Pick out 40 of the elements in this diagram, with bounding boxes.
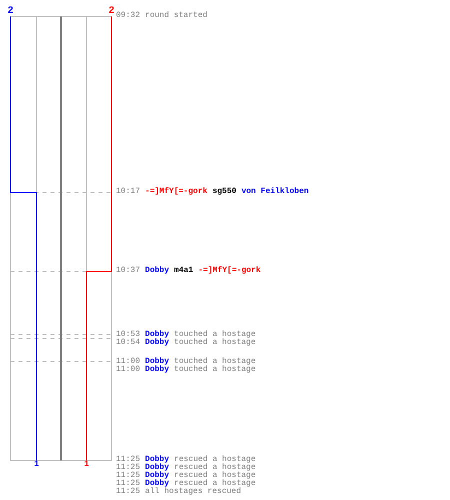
player-name: Dobby [145, 330, 170, 338]
player-name: Dobby [145, 338, 170, 346]
timestamp: 10:53 [116, 330, 140, 338]
player-count: 1 [34, 460, 39, 468]
player-name: Dobby [145, 464, 170, 472]
event-text: round started [145, 12, 208, 20]
player-name: Dobby [145, 366, 170, 374]
player-name: -=]MfY[=-gork [198, 267, 261, 275]
timestamp: 11:25 [116, 472, 140, 480]
timestamp: 11:00 [116, 366, 140, 374]
event-text: rescued a hostage [174, 480, 256, 488]
player-name: -=]MfY[=-gork [145, 188, 208, 196]
timestamp: 11:25 [116, 456, 140, 464]
player-name: Dobby [145, 480, 170, 488]
timestamp: 10:17 [116, 188, 140, 196]
timestamp: 11:25 [116, 488, 140, 496]
event-text: touched a hostage [174, 338, 256, 346]
player-name: Dobby [145, 456, 170, 464]
weapon-name: m4a1 [174, 267, 194, 275]
event-text: rescued a hostage [174, 456, 256, 464]
player-name: Dobby [145, 267, 170, 275]
player-name: Dobby [145, 472, 170, 480]
event-text: rescued a hostage [174, 472, 256, 480]
event-text: rescued a hostage [174, 464, 256, 472]
weapon-name: sg550 [212, 188, 236, 196]
event-text: touched a hostage [174, 366, 256, 374]
timestamp: 11:25 [116, 480, 140, 488]
timestamp: 10:37 [116, 267, 140, 275]
event-text: all hostages rescued [145, 488, 242, 496]
event-text: touched a hostage [174, 330, 256, 338]
player-count: 2 [8, 6, 14, 16]
player-name: von Feilkloben [241, 188, 309, 196]
player-count: 2 [108, 6, 114, 16]
timestamp: 11:00 [116, 358, 140, 366]
timestamp: 10:54 [116, 338, 140, 346]
timestamp: 11:25 [116, 464, 140, 472]
event-text: touched a hostage [174, 358, 256, 366]
player-name: Dobby [145, 358, 170, 366]
timestamp: 09:32 [116, 12, 140, 20]
player-count: 1 [84, 460, 89, 468]
